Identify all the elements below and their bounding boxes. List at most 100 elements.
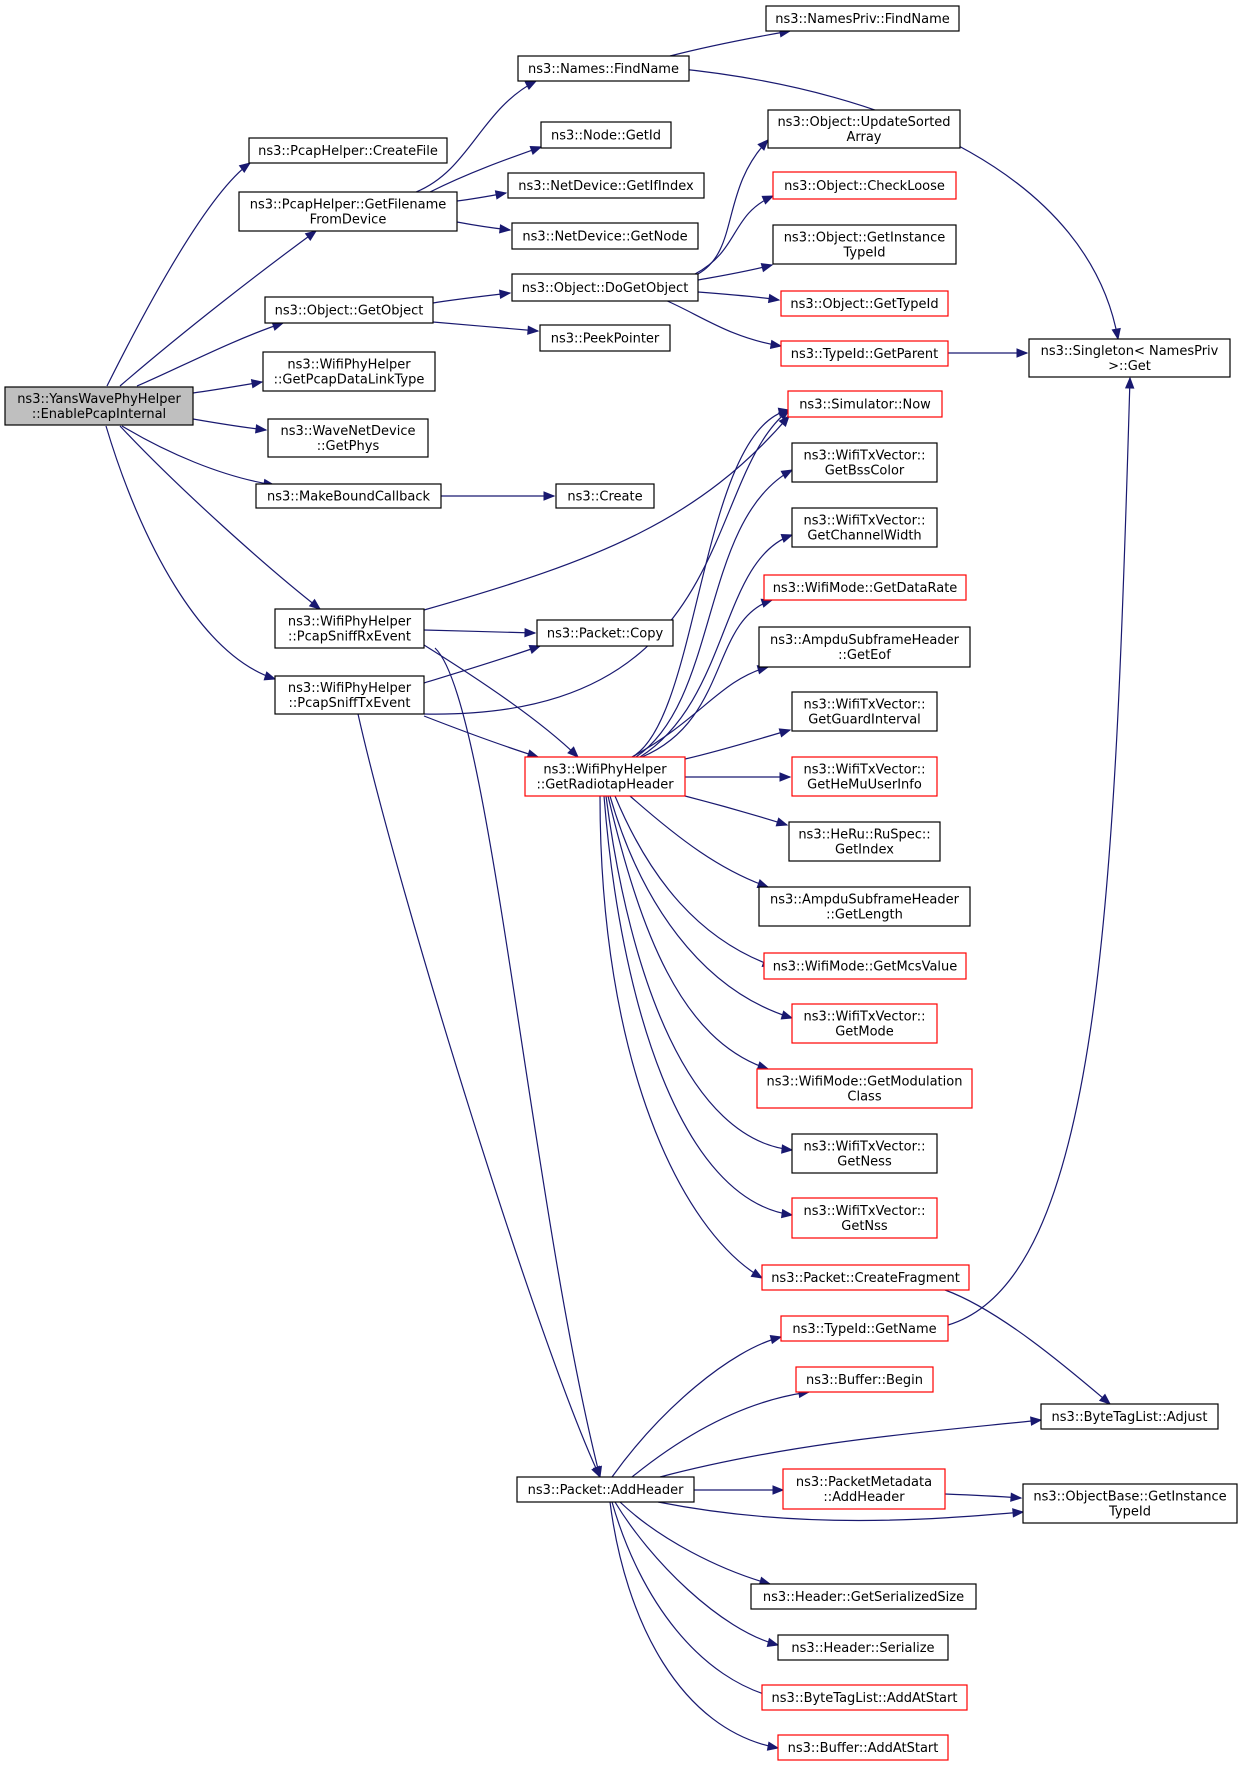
node-label: ns3::WifiTxVector:: (803, 698, 925, 713)
node-label: FromDevice (310, 213, 387, 228)
node-get-nss[interactable]: ns3::WifiTxVector::GetNss (791, 1197, 938, 1239)
node-peek-pointer[interactable]: ns3::PeekPointer (539, 324, 671, 352)
node-box (767, 109, 961, 149)
node-sim-now[interactable]: ns3::Simulator::Now (787, 390, 943, 418)
arrowhead-get_mode (780, 1010, 794, 1020)
node-box (761, 1264, 970, 1291)
node-label: GetHeMuUserInfo (807, 778, 922, 793)
node-get-guard[interactable]: ns3::WifiTxVector::GetGuardInterval (791, 691, 938, 732)
node-label: ns3::AmpduSubframeHeader (770, 633, 960, 648)
node-names-find[interactable]: ns3::Names::FindName (517, 55, 690, 82)
node-singleton-get[interactable]: ns3::Singleton< NamesPriv >::Get (1028, 338, 1231, 378)
node-btl-add-at-start[interactable]: ns3::ByteTagList::AddAtStart (761, 1684, 968, 1711)
node-get-bss-color[interactable]: ns3::WifiTxVector::GetBssColor (791, 442, 938, 483)
node-node-getid[interactable]: ns3::Node::GetId (540, 121, 672, 149)
arrowhead-peek_pointer (527, 325, 540, 335)
node-label: ::GetEof (838, 648, 891, 663)
arrowhead-buffer_add_at_start (766, 1741, 780, 1751)
node-label: >::Get (1108, 359, 1151, 374)
node-box (524, 756, 686, 797)
node-radiotap[interactable]: ns3::WifiPhyHelper::GetRadiotapHeader (524, 756, 686, 797)
node-do-get-object[interactable]: ns3::Object::DoGetObject (511, 273, 699, 302)
node-label: ns3::Packet::Copy (547, 627, 664, 642)
arrowhead-typeid_get_parent (769, 339, 783, 350)
node-get-phys[interactable]: ns3::WaveNetDevice::GetPhys (267, 418, 429, 458)
edge-create_fragment-to-btl_adjust (944, 1289, 1111, 1405)
node-box (1022, 1483, 1238, 1524)
arrowhead-singleton_get (1111, 327, 1121, 341)
node-hdr-ser-size[interactable]: ns3::Header::GetSerializedSize (750, 1583, 977, 1610)
node-create-file[interactable]: ns3::PcapHelper::CreateFile (248, 137, 448, 164)
node-box (763, 574, 967, 601)
arrowhead-sniff_tx (263, 671, 277, 681)
node-get-hemu[interactable]: ns3::WifiTxVector::GetHeMuUserInfo (791, 756, 938, 797)
node-label: ns3::TypeId::GetName (792, 1322, 936, 1337)
node-pm-add-header[interactable]: ns3::PacketMetadata::AddHeader (782, 1468, 946, 1510)
arrowhead-radiotap (567, 746, 579, 758)
node-get-pcap-dlt[interactable]: ns3::WifiPhyHelper::GetPcapDataLinkType (262, 351, 436, 392)
node-label: ns3::PcapHelper::CreateFile (258, 144, 438, 159)
node-label: Class (847, 1090, 881, 1105)
arrowhead-do_get_object (499, 289, 512, 299)
node-sniff-tx[interactable]: ns3::WifiPhyHelper::PcapSniffTxEvent (274, 675, 425, 715)
arrowhead-get_guard (778, 728, 792, 738)
node-label: ns3::Buffer::Begin (806, 1373, 923, 1388)
node-label: ns3::WifiTxVector:: (803, 1204, 925, 1219)
node-get-ness[interactable]: ns3::WifiTxVector::GetNess (791, 1133, 938, 1174)
node-add-header[interactable]: ns3::Packet::AddHeader (516, 1476, 695, 1503)
node-get-mode[interactable]: ns3::WifiTxVector::GetMode (791, 1003, 938, 1044)
node-ampdu-getlength[interactable]: ns3::AmpduSubframeHeader::GetLength (758, 886, 971, 927)
node-label: ns3::AmpduSubframeHeader (770, 893, 960, 908)
node-btl-adjust[interactable]: ns3::ByteTagList::Adjust (1040, 1403, 1219, 1430)
arrowhead-names_find (524, 80, 538, 91)
node-typeid-get-parent[interactable]: ns3::TypeId::GetParent (780, 340, 949, 367)
arrowhead-singleton_get (1016, 348, 1029, 358)
node-root[interactable]: ns3::YansWavePhyHelper::EnablePcapIntern… (4, 386, 194, 426)
node-get-typeid[interactable]: ns3::Object::GetTypeId (780, 290, 949, 317)
edge-do_get_object-to-typeid_get_parent (664, 299, 782, 347)
node-typeid-get-name[interactable]: ns3::TypeId::GetName (780, 1315, 949, 1342)
node-sniff-rx[interactable]: ns3::WifiPhyHelper::PcapSniffRxEvent (274, 608, 425, 649)
node-label: ns3::Object::GetTypeId (790, 297, 938, 312)
node-get-mcs[interactable]: ns3::WifiMode::GetMcsValue (763, 952, 967, 980)
node-hdr-serialize[interactable]: ns3::Header::Serialize (777, 1634, 949, 1661)
node-label: TypeId (1108, 1505, 1151, 1520)
node-nd-getifindex[interactable]: ns3::NetDevice::GetIfIndex (507, 172, 705, 199)
node-buffer-begin[interactable]: ns3::Buffer::Begin (795, 1366, 934, 1393)
node-get-object[interactable]: ns3::Object::GetObject (264, 296, 434, 324)
node-box (780, 290, 949, 317)
node-get-channel-width[interactable]: ns3::WifiTxVector::GetChannelWidth (791, 507, 938, 548)
node-create-fragment[interactable]: ns3::Packet::CreateFragment (761, 1264, 970, 1291)
node-check-loose[interactable]: ns3::Object::CheckLoose (772, 171, 957, 200)
arrowhead-pm_add_header (772, 1485, 785, 1495)
edge-radiotap-to-sim_now (631, 409, 790, 758)
node-make-bound[interactable]: ns3::MakeBoundCallback (255, 483, 442, 509)
node-buffer-add-at-start[interactable]: ns3::Buffer::AddAtStart (777, 1734, 949, 1761)
node-box (791, 691, 938, 732)
node-label: ns3::PcapHelper::GetFilename (250, 198, 447, 213)
node-names-priv-find[interactable]: ns3::NamesPriv::FindName (765, 5, 960, 32)
edge-radiotap-to-get_guard (684, 729, 791, 760)
node-box (780, 340, 949, 367)
node-nd-getnode[interactable]: ns3::NetDevice::GetNode (511, 222, 699, 250)
node-box (772, 224, 957, 265)
node-box (791, 507, 938, 548)
arrowhead-hdr_serialize (766, 1637, 780, 1647)
edge-sniff_rx-to-sim_now (423, 415, 790, 611)
arrowhead-ob_get_instance (1012, 1508, 1025, 1518)
node-get-eof[interactable]: ns3::AmpduSubframeHeader::GetEof (758, 626, 971, 668)
node-packet-copy[interactable]: ns3::Packet::Copy (536, 619, 674, 647)
node-box (756, 1068, 973, 1109)
node-get-data-rate[interactable]: ns3::WifiMode::GetDataRate (763, 574, 967, 601)
node-label: ns3::Object::CheckLoose (784, 179, 945, 194)
node-label: ns3::ObjectBase::GetInstance (1033, 1490, 1226, 1505)
node-label: ns3::Names::FindName (528, 62, 679, 77)
node-create[interactable]: ns3::Create (555, 483, 655, 509)
node-heru-getindex[interactable]: ns3::HeRu::RuSpec::GetIndex (788, 821, 941, 862)
node-label: ::AddHeader (823, 1490, 905, 1505)
